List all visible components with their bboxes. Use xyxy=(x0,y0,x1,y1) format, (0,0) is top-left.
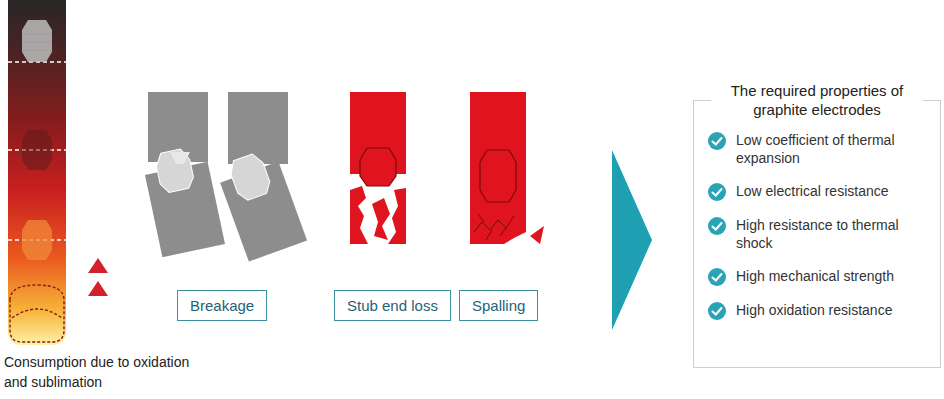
property-item: Low electrical resistance xyxy=(706,182,928,201)
failure-name: Spalling xyxy=(472,297,525,314)
consumption-arrows xyxy=(88,258,108,296)
check-icon xyxy=(708,217,726,235)
panel-heading: The required properties of graphite elec… xyxy=(711,81,923,119)
stub-end-loss-figure xyxy=(350,92,406,244)
property-text: Low electrical resistance xyxy=(736,182,889,200)
properties-panel: The required properties of graphite elec… xyxy=(693,100,941,368)
result-arrow xyxy=(612,150,652,330)
check-icon xyxy=(708,268,726,286)
property-item: High resistance to thermal shock xyxy=(706,216,928,252)
property-text: Low coefficient of thermal expansion xyxy=(736,131,928,167)
check-icon xyxy=(708,302,726,320)
failure-label: Spalling xyxy=(459,290,538,321)
property-text: High mechanical strength xyxy=(736,267,894,285)
property-item: High mechanical strength xyxy=(706,267,928,286)
failure-name: Stub end loss xyxy=(347,297,438,314)
breakage-figure xyxy=(141,92,307,262)
failure-name: Breakage xyxy=(190,297,254,314)
property-text: High resistance to thermal shock xyxy=(736,216,928,252)
failure-label: Stub end loss xyxy=(334,290,451,321)
check-icon xyxy=(708,183,726,201)
check-icon xyxy=(708,132,726,150)
caption-label: Consumption due to oxidation and sublima… xyxy=(4,352,204,392)
property-item: Low coefficient of thermal expansion xyxy=(706,131,928,167)
failure-label: Breakage xyxy=(177,290,267,321)
property-text: High oxidation resistance xyxy=(736,301,892,319)
spalling-figure xyxy=(470,92,544,244)
property-item: High oxidation resistance xyxy=(706,301,928,320)
electrode-column xyxy=(8,0,66,345)
